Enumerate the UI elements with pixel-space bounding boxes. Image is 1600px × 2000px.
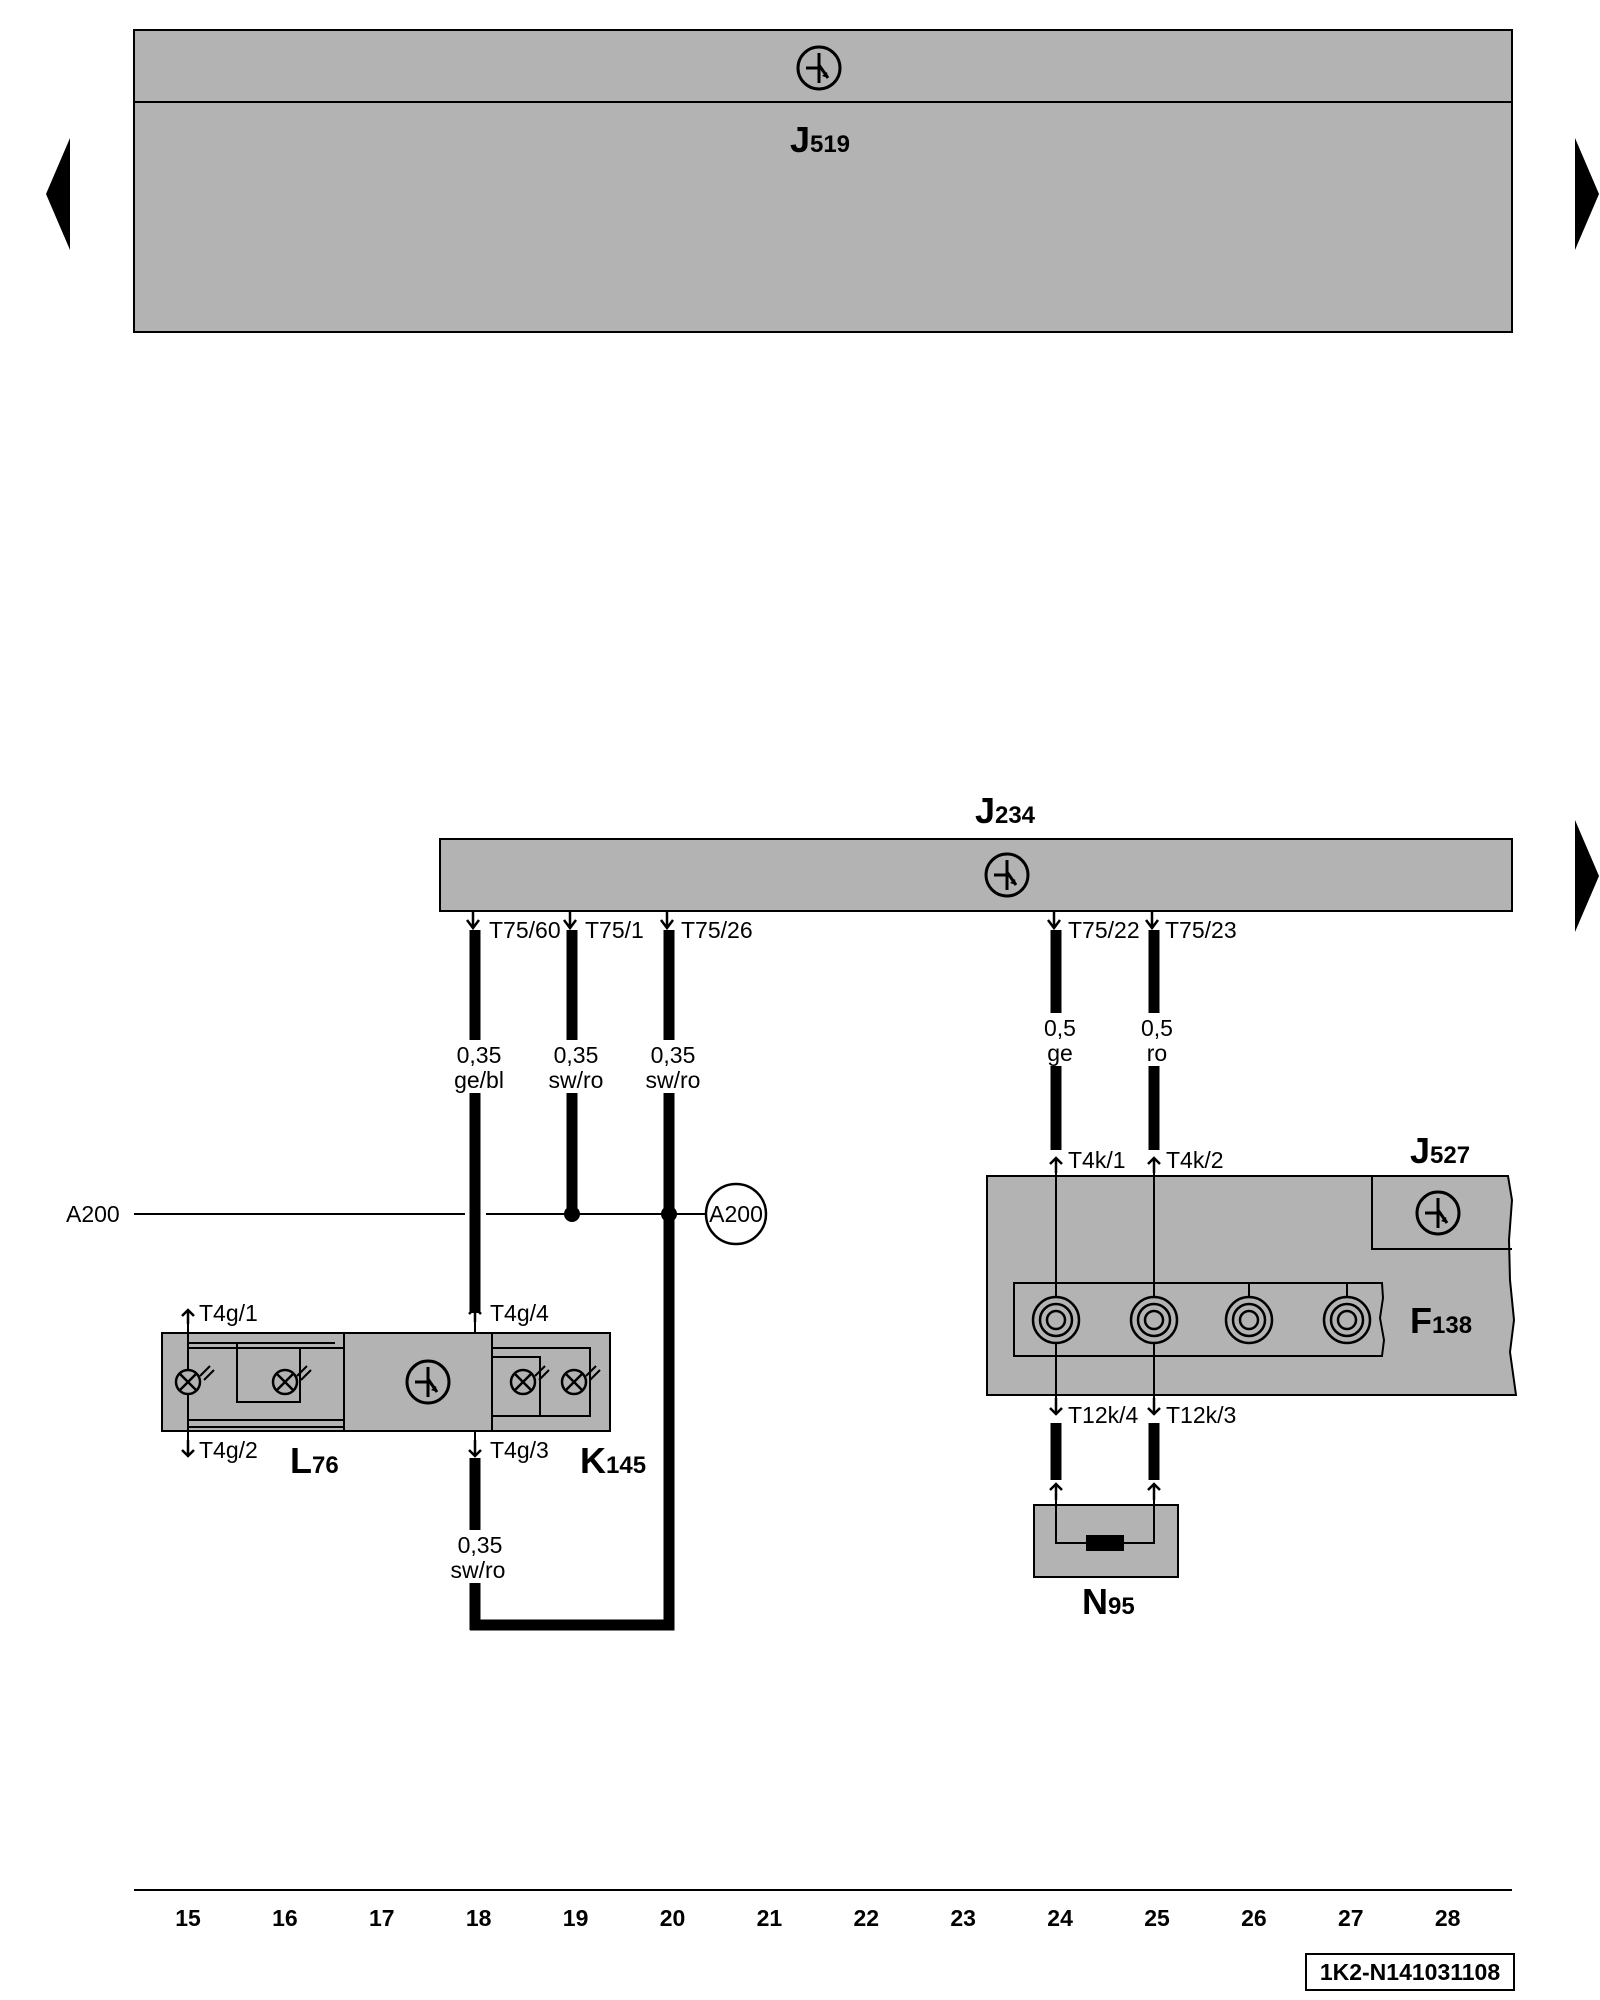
svg-text:T75/23: T75/23 <box>1165 917 1237 943</box>
bulb-icon <box>174 1365 215 1396</box>
pin-t4k-1: T4k/1 <box>1049 1147 1126 1173</box>
pin-t12k-4: T12k/4 <box>1049 1398 1139 1428</box>
f138-clock-spring <box>1013 1162 1386 1410</box>
svg-text:T4g/1: T4g/1 <box>199 1300 258 1326</box>
j527-control-unit <box>986 1162 1518 1410</box>
bulb-icon <box>509 1365 550 1396</box>
column-number: 19 <box>563 1905 589 1931</box>
next-page-arrow-icon[interactable] <box>1575 138 1599 250</box>
wire-18-lower-color: sw/ro <box>451 1557 506 1583</box>
wire-18-color: ge/bl <box>454 1067 504 1093</box>
control-unit-symbol-icon <box>796 45 842 91</box>
bus-junction-20 <box>661 1206 677 1222</box>
j234-control-unit: J234 <box>439 790 1513 912</box>
reference-box: 1K2-N141031108 <box>1305 1953 1515 1991</box>
svg-text:T4k/2: T4k/2 <box>1166 1147 1224 1173</box>
column-number: 20 <box>660 1905 686 1931</box>
a200-bus: A200 A200 <box>66 1182 768 1246</box>
coil-icon <box>1224 1283 1274 1345</box>
pin-t75-23: T75/23 <box>1145 912 1237 943</box>
j234-label: J234 <box>975 790 1036 831</box>
svg-text:T75/26: T75/26 <box>681 917 753 943</box>
pin-t4g-2: T4g/2 <box>181 1437 258 1463</box>
svg-text:T4g/4: T4g/4 <box>490 1300 549 1326</box>
wire-20-color: sw/ro <box>646 1067 701 1093</box>
k145-label: K145 <box>580 1440 646 1481</box>
svg-text:T4g/2: T4g/2 <box>199 1437 258 1463</box>
column-number: 23 <box>950 1905 976 1931</box>
control-unit-symbol-icon <box>984 852 1030 898</box>
column-scale: 15 16 17 18 19 20 21 22 23 24 25 26 27 28 <box>134 1889 1512 1931</box>
coil-icon <box>1031 1295 1081 1345</box>
column-number: 17 <box>369 1905 395 1931</box>
pin-t4g-1: T4g/1 <box>181 1300 258 1326</box>
column-number: 26 <box>1241 1905 1267 1931</box>
pin-t4g-4: T4g/4 <box>468 1300 549 1326</box>
svg-text:T75/60: T75/60 <box>489 917 561 943</box>
pin-t12k-3: T12k/3 <box>1147 1398 1236 1428</box>
pin-t75-60: T75/60 <box>466 912 561 943</box>
wire-24-size: 0,5 <box>1044 1015 1076 1041</box>
svg-text:T12k/3: T12k/3 <box>1166 1402 1236 1428</box>
column-number: 16 <box>272 1905 298 1931</box>
pin-t4g-3: T4g/3 <box>468 1437 549 1463</box>
svg-text:T4g/3: T4g/3 <box>490 1437 549 1463</box>
j527-pins: T4k/1 T4k/2 T12k/4 T12k/3 <box>1049 1147 1236 1428</box>
column-number: 18 <box>466 1905 492 1931</box>
coil-icon <box>1322 1283 1372 1345</box>
column-number: 27 <box>1338 1905 1364 1931</box>
column-number: 15 <box>175 1905 201 1931</box>
coil-icon <box>1129 1295 1179 1345</box>
pin-t75-1: T75/1 <box>563 912 644 943</box>
j519-label: J519 <box>790 119 850 160</box>
l76-label: L76 <box>290 1440 339 1481</box>
wire-18-size: 0,35 <box>457 1042 502 1068</box>
wire-25-color: ro <box>1147 1040 1167 1066</box>
module-pins: T4g/1 T4g/2 T4g/4 T4g/3 <box>181 1300 549 1463</box>
j527-label: J527 <box>1410 1130 1470 1171</box>
reference-code: 1K2-N141031108 <box>1320 1959 1501 1985</box>
wire-20-size: 0,35 <box>651 1042 696 1068</box>
prev-page-arrow-icon[interactable] <box>46 138 70 250</box>
control-unit-symbol-icon <box>1415 1190 1461 1236</box>
bulb-icon <box>560 1365 601 1396</box>
svg-text:T75/22: T75/22 <box>1068 917 1140 943</box>
pin-t75-26: T75/26 <box>660 912 753 943</box>
n95-igniter <box>1033 1482 1179 1578</box>
j519-control-unit: J519 <box>133 29 1513 333</box>
column-number: 28 <box>1435 1905 1461 1931</box>
wire-24-color: ge <box>1047 1040 1073 1066</box>
column-number: 22 <box>854 1905 880 1931</box>
column-number: 21 <box>757 1905 783 1931</box>
wire-19-color: sw/ro <box>549 1067 604 1093</box>
j234-pins: T75/60 T75/1 T75/26 T75/22 T75/23 <box>466 912 1237 943</box>
svg-text:T75/1: T75/1 <box>585 917 644 943</box>
column-number: 25 <box>1144 1905 1170 1931</box>
column-number: 24 <box>1047 1905 1073 1931</box>
control-unit-symbol-icon <box>405 1359 451 1405</box>
pin-t75-22: T75/22 <box>1047 912 1140 943</box>
wire-labels: 0,35 ge/bl 0,35 sw/ro 0,35 sw/ro 0,5 ge … <box>451 1015 1173 1583</box>
a200-bus-label-left: A200 <box>66 1201 120 1227</box>
wire-19-size: 0,35 <box>554 1042 599 1068</box>
l76-k145-module <box>161 1320 611 1450</box>
bus-junction-19 <box>564 1206 580 1222</box>
n95-label: N95 <box>1082 1581 1135 1622</box>
igniter-element-icon <box>1086 1535 1124 1551</box>
svg-text:T12k/4: T12k/4 <box>1068 1402 1139 1428</box>
svg-text:T4k/1: T4k/1 <box>1068 1147 1126 1173</box>
a200-bus-label-right: A200 <box>709 1201 763 1227</box>
wire-25-size: 0,5 <box>1141 1015 1173 1041</box>
a200-bus-connector <box>704 1182 768 1246</box>
f138-label: F138 <box>1410 1300 1472 1341</box>
bulb-icon <box>271 1365 312 1396</box>
pin-t4k-2: T4k/2 <box>1147 1147 1224 1173</box>
wire-18-lower-size: 0,35 <box>458 1532 503 1558</box>
next-page-arrow-icon-2[interactable] <box>1575 820 1599 932</box>
